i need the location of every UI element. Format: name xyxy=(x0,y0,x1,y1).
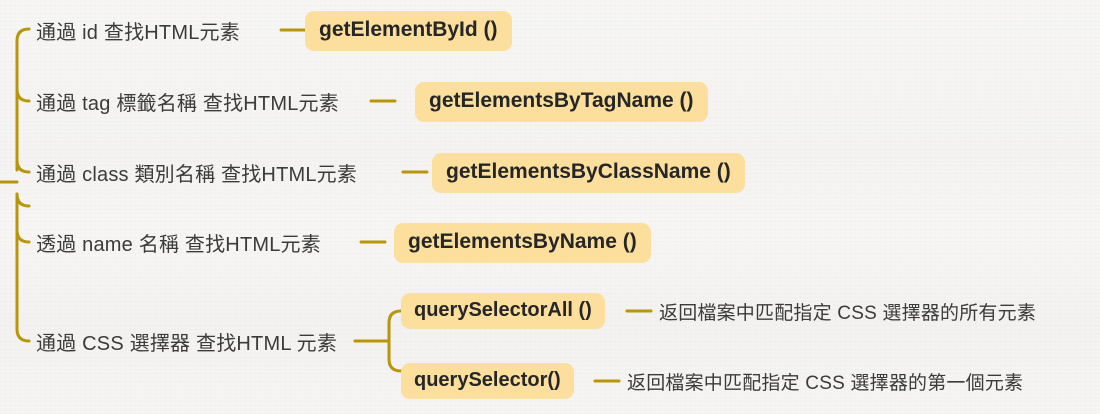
branch-row-by-css[interactable]: 通過 CSS 選擇器 查找HTML 元素 xyxy=(36,327,337,356)
method-pill-by-name-wrap[interactable]: getElementsByName () xyxy=(394,223,651,263)
hook-branch-class xyxy=(15,158,31,174)
method-pill-by-id[interactable]: getElementById () xyxy=(305,11,512,51)
method-pill-by-id-wrap[interactable]: getElementById () xyxy=(305,11,512,51)
method-pill-query-selector-wrap[interactable]: querySelector() xyxy=(401,363,574,400)
hook-branch-name xyxy=(15,192,31,244)
branch-label-by-tag: 通過 tag 標籤名稱 查找HTML元素 xyxy=(36,93,339,115)
bracket-css-children xyxy=(387,309,403,373)
branch-row-by-name[interactable]: 透過 name 名稱 查找HTML元素 xyxy=(36,228,321,257)
method-pill-query-selector-all[interactable]: querySelectorAll () xyxy=(401,293,605,330)
method-pill-by-tag-wrap[interactable]: getElementsByTagName () xyxy=(415,82,708,122)
method-pill-query-selector[interactable]: querySelector() xyxy=(401,363,574,400)
branch-row-by-class[interactable]: 通過 class 類別名稱 查找HTML元素 xyxy=(36,158,357,187)
description-query-selector-wrap: 返回檔案中匹配指定 CSS 選擇器的第一個元素 xyxy=(627,368,1023,395)
method-pill-query-selector-all-wrap[interactable]: querySelectorAll () xyxy=(401,293,605,330)
spine-lower xyxy=(15,192,31,343)
method-pill-by-name[interactable]: getElementsByName () xyxy=(394,223,651,263)
branch-label-by-name: 透過 name 名稱 查找HTML元素 xyxy=(36,234,321,256)
description-query-selector-all-wrap: 返回檔案中匹配指定 CSS 選擇器的所有元素 xyxy=(659,298,1036,325)
hook-branch-tag xyxy=(15,39,31,103)
method-pill-by-tag[interactable]: getElementsByTagName () xyxy=(415,82,708,122)
branch-label-by-id: 通過 id 查找HTML元素 xyxy=(36,22,240,44)
method-pill-by-class-wrap[interactable]: getElementsByClassName () xyxy=(432,153,745,193)
branch-row-by-tag[interactable]: 通過 tag 標籤名稱 查找HTML元素 xyxy=(36,87,339,116)
branch-row-by-id[interactable]: 通過 id 查找HTML元素 xyxy=(36,16,240,45)
description-query-selector-all: 返回檔案中匹配指定 CSS 選擇器的所有元素 xyxy=(659,303,1037,324)
method-pill-by-class[interactable]: getElementsByClassName () xyxy=(432,153,745,193)
spine-upper xyxy=(15,27,31,172)
branch-label-by-css: 通過 CSS 選擇器 查找HTML 元素 xyxy=(36,333,338,355)
branch-label-by-class: 通過 class 類別名稱 查找HTML元素 xyxy=(36,164,358,186)
description-query-selector: 返回檔案中匹配指定 CSS 選擇器的第一個元素 xyxy=(627,373,1024,394)
bracket-joint-upper xyxy=(377,329,389,341)
